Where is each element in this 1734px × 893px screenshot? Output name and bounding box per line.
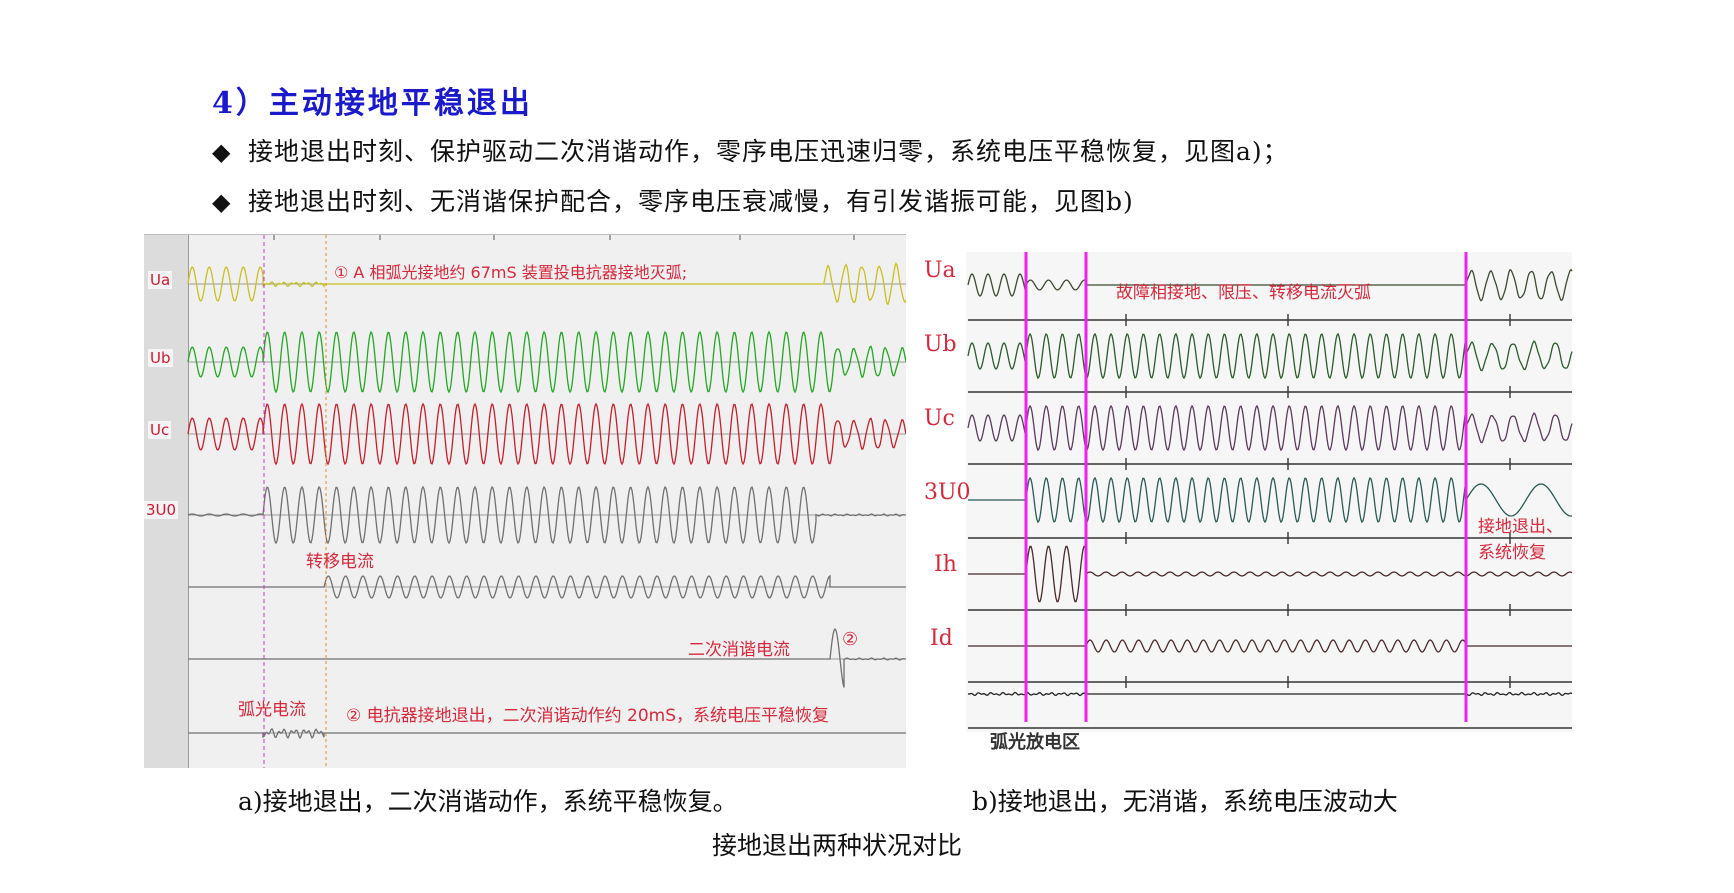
- bullet-text: 接地退出时刻、无消谐保护配合，零序电压衰减慢，有引发谐振可能，见图b): [248, 187, 1134, 216]
- figure-a-waveform-panel: Ua Ub Uc 3U0 ① A 相弧光接地约 67mS 装置投电抗器接地灭弧;…: [144, 234, 906, 768]
- figure-a-caption: a)接地退出，二次消谐动作，系统平稳恢复。: [238, 787, 738, 816]
- channel-label-id: Id: [930, 626, 953, 651]
- annotation-note1: ① A 相弧光接地约 67mS 装置投电抗器接地灭弧;: [334, 263, 688, 282]
- section-heading: 4）主动接地平稳退出: [212, 86, 533, 121]
- channel-label-ih: Ih: [934, 552, 957, 577]
- main-caption: 接地退出两种状况对比: [712, 831, 963, 860]
- bullet-item: ◆ 接地退出时刻、保护驱动二次消谐动作，零序电压迅速归零，系统电压平稳恢复，见图a…: [212, 132, 1289, 168]
- annotation-fault-note: 故障相接地、限压、转移电流灭弧: [1116, 283, 1371, 303]
- channel-label-uc: Uc: [924, 406, 955, 431]
- channel-label-3u0: 3U0: [144, 501, 179, 519]
- annotation-exit-line2: 系统恢复: [1478, 543, 1546, 563]
- figure-a-waveforms: [187, 235, 906, 768]
- figure-b-waveform-panel: Ua Ub Uc 3U0 Ih Id 故障相接地、限压、转移电流灭弧 接地退出、…: [924, 252, 1574, 753]
- diamond-bullet-icon: ◆: [212, 138, 232, 166]
- channel-label-ua: Ua: [148, 271, 173, 289]
- bullet-item: ◆ 接地退出时刻、无消谐保护配合，零序电压衰减慢，有引发谐振可能，见图b): [212, 182, 1134, 218]
- figure-b-caption: b)接地退出，无消谐，系统电压波动大: [972, 787, 1398, 816]
- bullet-text: 接地退出时刻、保护驱动二次消谐动作，零序电压迅速归零，系统电压平稳恢复，见图a)…: [248, 137, 1289, 166]
- channel-label-ub: Ub: [148, 349, 173, 367]
- channel-label-3u0: 3U0: [924, 480, 971, 505]
- figure-b-waveforms: [967, 252, 1573, 729]
- channel-label-ua: Ua: [924, 258, 956, 283]
- annotation-arc-zone: 弧光放电区: [990, 732, 1080, 753]
- channel-label-ub: Ub: [924, 332, 957, 357]
- annotation-circle2: ②: [842, 629, 859, 650]
- annotation-transfer-current: 转移电流: [306, 552, 374, 572]
- annotation-note2: ② 电抗器接地退出，二次消谐动作约 20mS，系统电压平稳恢复: [346, 706, 830, 726]
- annotation-harmonic-current: 二次消谐电流: [688, 640, 790, 660]
- channel-label-uc: Uc: [148, 421, 172, 439]
- annotation-arc-current: 弧光电流: [238, 700, 306, 720]
- annotation-exit-line1: 接地退出、: [1478, 517, 1563, 537]
- diamond-bullet-icon: ◆: [212, 188, 232, 216]
